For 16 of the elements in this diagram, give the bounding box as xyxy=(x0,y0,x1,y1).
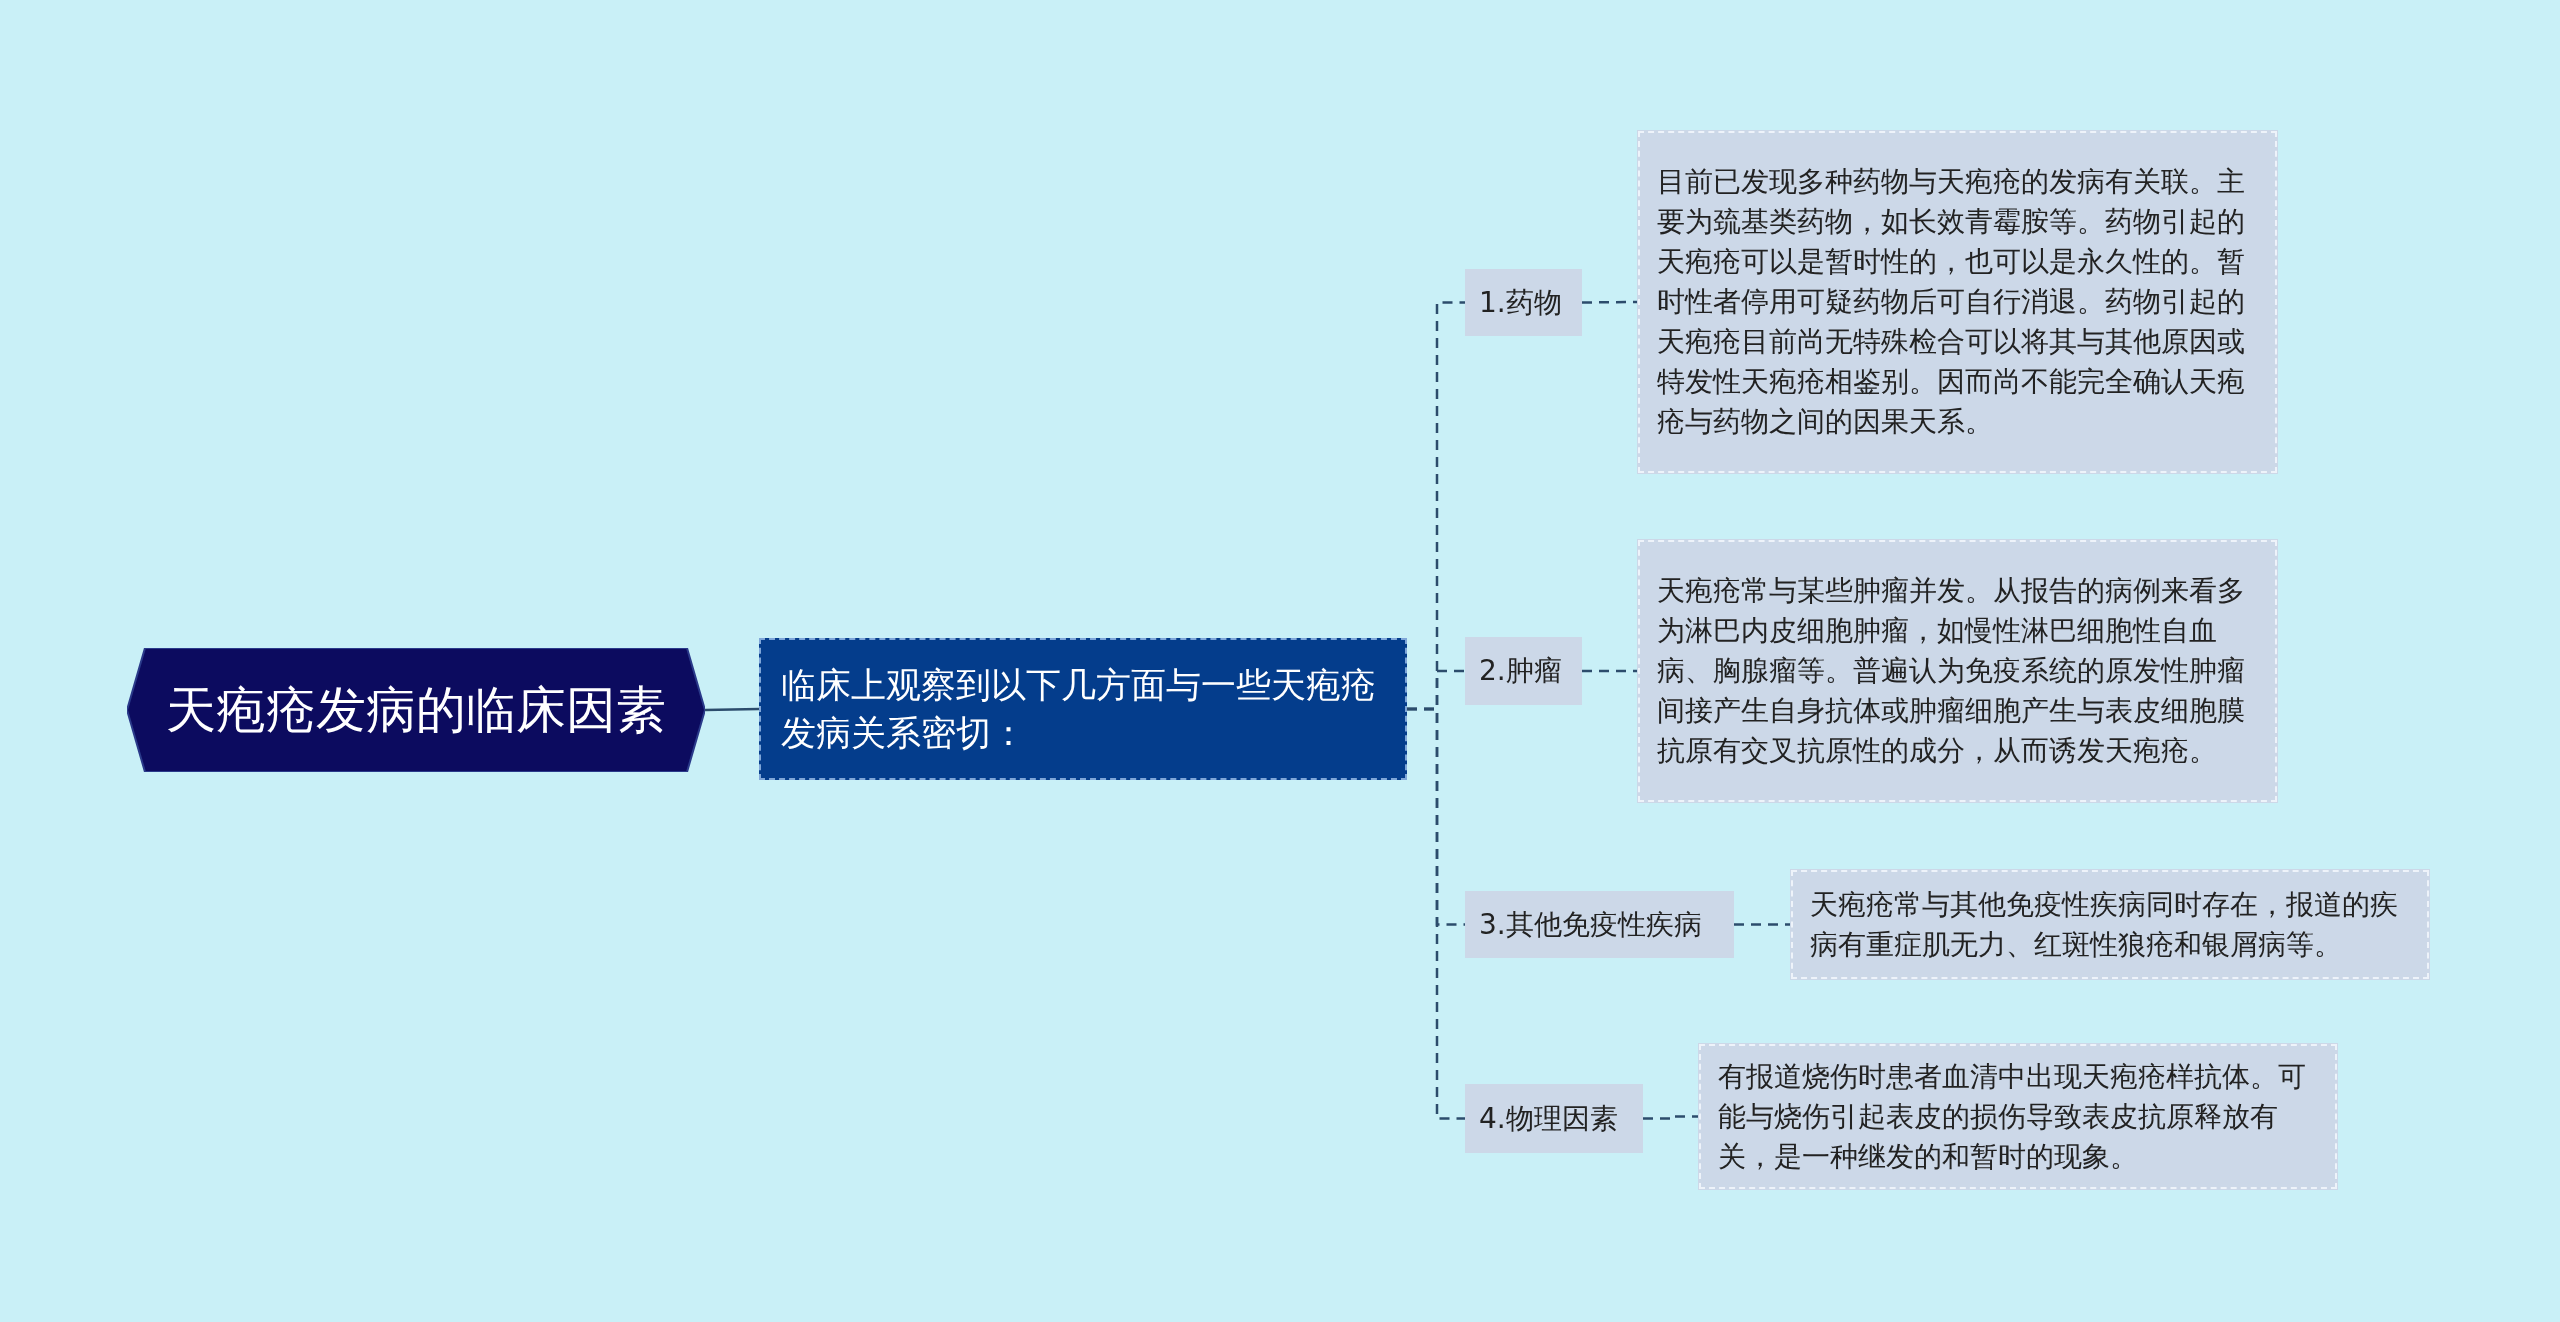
category-box: 1.药物 xyxy=(1465,269,1582,336)
connector-line xyxy=(1734,923,1790,926)
description-box: 天疱疮常与某些肿瘤并发。从报告的病例来看多为淋巴内皮细胞肿瘤，如慢性淋巴细胞性自血病、胸腺瘤等。普遍认为免疫系统的原发性肿瘤间接产生自身抗体或肿瘤细胞产生与表皮细胞膜抗原有交叉抗原性的成分，从而诱发天疱疮。 xyxy=(1637,539,2278,803)
connector-line xyxy=(1582,669,1637,673)
category-box: 2.肿瘤 xyxy=(1465,637,1582,705)
description-box: 有报道烧伤时患者血清中出现天疱疮样抗体。可能与烧伤引起表皮的损伤导致表皮抗原释放有关，是一种继发的和暂时的现象。 xyxy=(1698,1043,2338,1190)
category-box: 3.其他免疫性疾病 xyxy=(1465,891,1734,958)
category-box: 4.物理因素 xyxy=(1465,1084,1643,1153)
title-hexagon: 天疱疮发病的临床因素 xyxy=(127,648,705,772)
topic-box: 临床上观察到以下几方面与一些天疱疮发病关系密切： xyxy=(759,638,1407,780)
connector-line xyxy=(1407,707,1465,1120)
description-box: 天疱疮常与其他免疫性疾病同时存在，报道的疾病有重症肌无力、红斑性狼疮和银屑病等。 xyxy=(1790,869,2430,980)
connector-line xyxy=(1582,300,1637,304)
connector-line xyxy=(1643,1115,1698,1120)
description-box: 目前已发现多种药物与天疱疮的发病有关联。主要为巯基类药物，如长效青霉胺等。药物引起的天疱疮可以是暂时性的，也可以是永久性的。暂时性者停用可疑药物后可自行消退。药物引起的天疱疮目前尚无特殊检合可以将其与其他原因或特发性天疱疮相鉴别。因而尚不能完全确认天疱疮与药物之间的因果天系。 xyxy=(1637,130,2278,474)
connector-line xyxy=(704,707,760,712)
